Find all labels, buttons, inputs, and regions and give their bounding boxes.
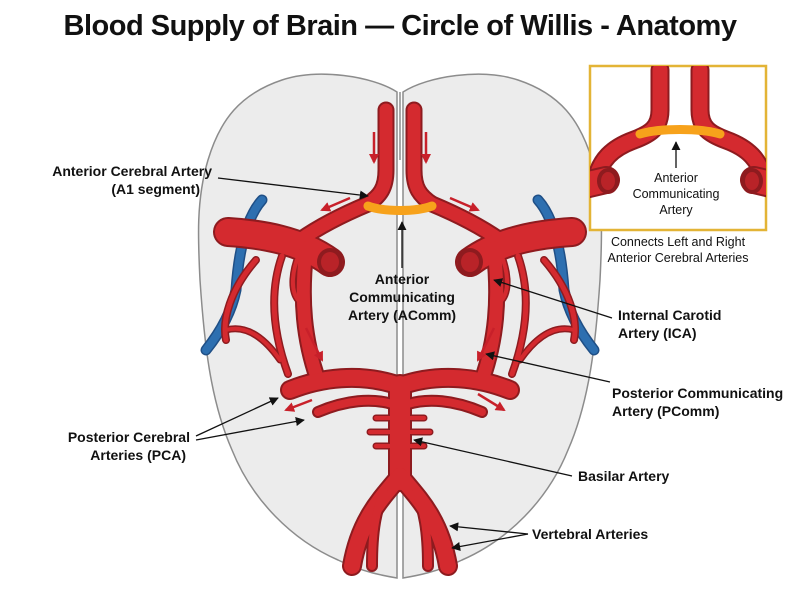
inset-label-1: Anterior [654,171,698,185]
label-ica-2: Artery (ICA) [618,325,697,341]
label-pcomm-1: Posterior Communicating [612,385,783,401]
label-basilar: Basilar Artery [578,468,670,484]
inset-caption-1: Connects Left and Right [611,235,746,249]
label-pca-2: Arteries (PCA) [90,447,186,463]
label-pcomm-2: Artery (PComm) [612,403,719,419]
artery-network [213,101,587,576]
label-acomm-3: Artery (AComm) [348,307,456,323]
acomm-segment [363,201,437,215]
label-aca-segment: (A1 segment) [111,181,200,197]
label-pca-1: Posterior Cerebral [68,429,190,445]
inset-caption-2: Anterior Cerebral Arteries [607,251,748,265]
label-aca: Anterior Cerebral Artery [52,163,212,179]
label-acomm-1: Anterior [375,271,430,287]
leader-lines [195,177,613,551]
page-title: Blood Supply of Brain — Circle of Willis… [63,10,737,42]
inset-panel: Anterior Communicating Artery [588,64,768,232]
label-ica-1: Internal Carotid [618,307,721,323]
flow-arrows [284,132,506,412]
label-acomm-2: Communicating [349,289,455,305]
label-vertebral: Vertebral Arteries [532,526,648,542]
inset-label-2: Communicating [633,187,720,201]
inset-label-3: Artery [659,203,693,217]
